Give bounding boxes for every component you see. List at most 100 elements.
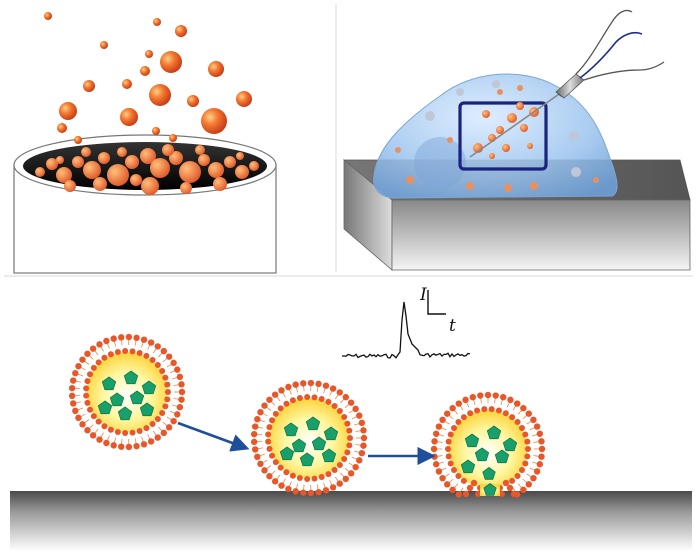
lipid-head — [360, 434, 368, 442]
particle — [141, 177, 159, 195]
lipid-head — [347, 435, 353, 441]
particle — [507, 113, 517, 123]
lipid-head — [103, 439, 110, 447]
particle — [100, 41, 108, 49]
probe — [555, 9, 665, 99]
lipid-head — [133, 334, 140, 342]
lipid-head — [277, 405, 284, 412]
lipid-head — [160, 429, 168, 437]
lipid-head — [87, 371, 94, 378]
lipid-head — [129, 429, 136, 436]
lipid-head — [296, 474, 303, 481]
droplet-particle — [406, 176, 414, 184]
lipid-head — [347, 399, 355, 406]
lipid-head — [538, 438, 545, 445]
lipid-head — [90, 364, 97, 371]
particle — [224, 156, 236, 168]
particle — [162, 144, 174, 156]
lipid-head — [300, 489, 307, 496]
particle — [56, 167, 72, 183]
lipid-head — [513, 400, 521, 407]
lipid-head — [84, 378, 91, 385]
lipid-head — [432, 430, 440, 437]
lipid-head — [125, 443, 133, 451]
vesicle-free — [68, 333, 186, 451]
lipid-head — [331, 467, 338, 474]
lipid-head — [536, 461, 544, 468]
lipid-head — [265, 438, 272, 445]
lipid-head — [352, 405, 359, 413]
lipid-head — [289, 472, 296, 479]
lipid-head — [114, 428, 121, 435]
cargo-molecule — [101, 376, 117, 391]
lipid-head — [331, 402, 338, 409]
lipid-head — [272, 459, 279, 466]
lipid-head — [269, 452, 276, 459]
particle — [98, 152, 110, 164]
lipid-head — [75, 414, 82, 422]
particle — [93, 177, 107, 191]
lipid-head — [431, 453, 438, 460]
lipid-head — [154, 343, 161, 350]
lipid-head — [70, 400, 77, 407]
lipid-head — [266, 424, 273, 431]
cargo-molecule — [123, 370, 139, 385]
lipid-head — [178, 388, 186, 396]
current-spike-trace — [342, 301, 471, 359]
lipid-head — [252, 423, 259, 430]
lipid-head — [95, 359, 102, 366]
cargo-molecule — [486, 425, 502, 440]
lipid-head — [336, 389, 343, 396]
lipid-head — [174, 411, 181, 418]
lipid-head — [265, 431, 272, 438]
lipid-head — [347, 470, 355, 477]
lipid-head — [356, 457, 363, 464]
particle — [120, 108, 138, 126]
lipid-head — [506, 484, 514, 492]
lipid-head — [525, 481, 533, 488]
lipid-head — [530, 416, 537, 424]
particle — [198, 154, 210, 166]
lipid-head — [143, 425, 150, 432]
lipid-head — [266, 445, 273, 452]
lipid-head — [538, 453, 545, 460]
particles-in-cup — [35, 144, 259, 195]
particle — [57, 123, 67, 133]
lipid-head — [502, 479, 510, 487]
lipid-head — [502, 410, 509, 417]
particle — [502, 144, 510, 152]
lipid-head — [474, 407, 481, 414]
lipid-head — [178, 381, 185, 388]
lipid-head — [439, 416, 446, 424]
lipid-head — [525, 410, 533, 417]
lipid-head — [164, 396, 171, 403]
cargo-molecule — [482, 467, 496, 480]
lipid-head — [520, 486, 527, 494]
lipid-head — [519, 424, 526, 431]
lipid-head — [254, 415, 261, 423]
electrode-surface — [10, 491, 692, 551]
particle — [235, 165, 249, 179]
cargo-molecule — [311, 436, 327, 451]
lipid-head — [466, 484, 474, 492]
lipid-head — [455, 491, 463, 498]
lipid-head — [149, 356, 156, 363]
lipid-head — [356, 412, 363, 419]
cargo-molecule — [299, 452, 315, 467]
vesicle-docked — [250, 379, 368, 497]
lipid-head — [533, 423, 541, 430]
particle — [489, 153, 495, 159]
lipid-head — [149, 421, 156, 428]
cargo-molecule — [502, 437, 518, 452]
cargo-molecule — [97, 400, 113, 415]
lipid-head — [304, 475, 311, 482]
droplet-particle — [593, 177, 599, 183]
lipid-head — [431, 438, 438, 445]
lipid-head — [176, 373, 184, 381]
probe-wire-2 — [579, 31, 643, 79]
lipid-head — [336, 408, 343, 415]
lipid-head — [484, 391, 492, 399]
lipid-head — [164, 381, 171, 388]
cargo-molecule — [305, 416, 321, 431]
lipid-head — [154, 434, 161, 441]
